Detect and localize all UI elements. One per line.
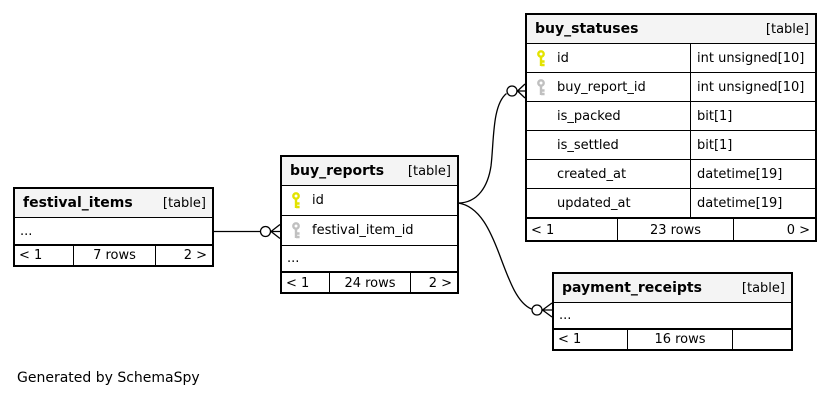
footer-row-count: 16 rows xyxy=(627,330,732,349)
ellipsis-row: ... xyxy=(20,223,33,239)
column-row-created_at: created_at datetime[19] xyxy=(527,160,815,189)
foreign-key-icon xyxy=(291,222,301,239)
column-row-id: id int unsigned[10] xyxy=(527,44,815,73)
table-footer: < 1 23 rows 0 > xyxy=(527,218,815,241)
footer-right-count: 2 > xyxy=(410,273,457,293)
table-name: festival_items xyxy=(23,195,133,211)
column-row-ellipsis: ... xyxy=(554,303,791,329)
table-name: buy_statuses xyxy=(535,21,639,37)
table-name: buy_reports xyxy=(290,163,385,179)
table-header: payment_receipts [table] xyxy=(554,274,791,303)
column-row-id: id xyxy=(282,186,457,216)
column-type: bit[1] xyxy=(690,102,815,130)
table-buy_reports[interactable]: buy_reports [table] id festival_item_id … xyxy=(280,155,459,294)
column-name: is_settled xyxy=(557,137,619,153)
column-name: updated_at xyxy=(557,195,631,211)
table-header: festival_items [table] xyxy=(15,189,212,218)
foreign-key-icon xyxy=(536,78,546,96)
column-type: int unsigned[10] xyxy=(690,44,815,72)
footer-left-count: < 1 xyxy=(558,332,582,347)
generated-by-caption: Generated by SchemaSpy xyxy=(17,370,200,386)
primary-key-icon xyxy=(291,192,301,209)
column-row-updated_at: updated_at datetime[19] xyxy=(527,189,815,218)
table-buy_statuses[interactable]: buy_statuses [table] id int unsigned[10]… xyxy=(525,13,817,242)
primary-key-icon xyxy=(536,49,546,67)
relationship-festival_items-buy_reports xyxy=(213,223,281,240)
ellipsis-row: ... xyxy=(559,308,572,323)
table-footer: < 1 7 rows 2 > xyxy=(15,245,212,265)
relationship-buy_reports-buy_statuses xyxy=(457,83,526,204)
table-tag: [table] xyxy=(407,163,451,179)
footer-right-count: 2 > xyxy=(155,246,212,265)
table-header: buy_reports [table] xyxy=(282,157,457,186)
footer-right-count: 0 > xyxy=(733,219,815,241)
column-row-is_packed: is_packed bit[1] xyxy=(527,102,815,131)
footer-left-count: < 1 xyxy=(286,275,310,291)
table-festival_items[interactable]: festival_items [table] ... < 1 7 rows 2 … xyxy=(13,187,214,267)
footer-row-count: 7 rows xyxy=(73,246,155,265)
column-name: id xyxy=(557,50,569,66)
footer-row-count: 24 rows xyxy=(329,273,410,293)
column-type: datetime[19] xyxy=(690,189,815,217)
column-row-festival_item_id: festival_item_id xyxy=(282,216,457,246)
column-type: bit[1] xyxy=(690,131,815,159)
table-footer: < 1 16 rows xyxy=(554,329,791,349)
table-tag: [table] xyxy=(765,21,809,37)
column-name: buy_report_id xyxy=(557,79,646,95)
column-name: created_at xyxy=(557,166,627,182)
footer-left-count: < 1 xyxy=(19,248,43,263)
column-type: int unsigned[10] xyxy=(690,73,815,101)
table-tag: [table] xyxy=(741,280,785,296)
column-name: id xyxy=(312,193,324,208)
footer-left-count: < 1 xyxy=(531,222,555,238)
column-row-is_settled: is_settled bit[1] xyxy=(527,131,815,160)
column-name: festival_item_id xyxy=(312,223,414,238)
column-row-buy_report_id: buy_report_id int unsigned[10] xyxy=(527,73,815,102)
column-type: datetime[19] xyxy=(690,160,815,188)
column-row-ellipsis: ... xyxy=(15,218,212,245)
column-name: is_packed xyxy=(557,108,621,124)
table-tag: [table] xyxy=(162,195,206,211)
column-row-ellipsis: ... xyxy=(282,246,457,272)
table-payment_receipts[interactable]: payment_receipts [table] ... < 1 16 rows xyxy=(552,272,793,351)
table-header: buy_statuses [table] xyxy=(527,15,815,44)
footer-right-count xyxy=(732,330,791,349)
ellipsis-row: ... xyxy=(287,251,300,266)
footer-row-count: 23 rows xyxy=(617,219,733,241)
table-footer: < 1 24 rows 2 > xyxy=(282,272,457,293)
table-name: payment_receipts xyxy=(562,280,702,296)
